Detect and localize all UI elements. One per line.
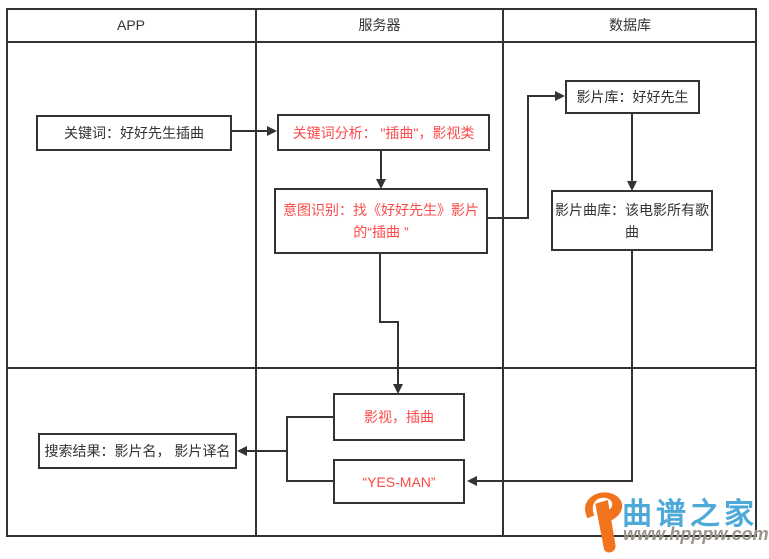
arrowhead-right-icon	[267, 126, 277, 136]
node-label: 关键词分析： "插曲"，影视类	[292, 124, 475, 141]
connector-line	[232, 130, 268, 132]
connector-line	[379, 253, 381, 323]
watermark-logo-icon	[578, 489, 628, 559]
node-label: 搜索结果：影片名， 影片译名	[44, 443, 231, 459]
header-divider-line	[6, 41, 757, 43]
connector-line	[379, 321, 399, 323]
row-divider-line	[6, 367, 757, 369]
arrowhead-left-icon	[467, 476, 477, 486]
connector-line	[477, 480, 633, 482]
connector-line	[527, 95, 529, 219]
connector-line	[286, 416, 288, 482]
arrowhead-down-icon	[376, 179, 386, 189]
lane-header-app: APP	[116, 17, 145, 33]
connector-line	[247, 450, 287, 452]
watermark-site-url: www.hpppw.com	[623, 524, 769, 544]
node-label-line1: 意图识别：找《好好先生》影片	[283, 202, 479, 218]
column-divider-2	[502, 8, 504, 537]
node-label-line2: 的“插曲 ”	[353, 224, 409, 240]
arrowhead-left-icon	[237, 446, 247, 456]
node-label: 影视，插曲	[364, 409, 434, 425]
lane-header-database: 数据库	[609, 17, 651, 33]
swimlane-frame	[6, 8, 757, 537]
connector-line	[527, 95, 557, 97]
watermark-site-name: 曲谱之家	[622, 498, 758, 531]
node-label: “YES-MAN”	[362, 473, 436, 490]
connector-line	[631, 250, 633, 482]
connector-line	[286, 416, 333, 418]
node-app-search-result: 搜索结果：影片名， 影片译名	[38, 433, 237, 469]
node-label: 影片库：好好先生	[576, 89, 689, 105]
node-db-movie-library: 影片库：好好先生	[565, 80, 700, 114]
node-label: 关键词：好好先生插曲	[64, 125, 204, 141]
connector-line	[380, 150, 382, 180]
arrowhead-down-icon	[627, 181, 637, 191]
node-server-intent-recognition: 意图识别：找《好好先生》影片 的“插曲 ”	[274, 188, 488, 254]
node-server-keyword-analysis: 关键词分析： "插曲"，影视类	[277, 114, 490, 151]
arrowhead-right-icon	[555, 91, 565, 101]
node-db-movie-song-library: 影片曲库：该电影所有歌曲	[551, 190, 713, 251]
node-result-tags: 影视，插曲	[333, 393, 465, 441]
node-label: 影片曲库：该电影所有歌曲	[555, 201, 709, 240]
lane-header-server: 服务器	[358, 17, 401, 33]
connector-line	[488, 217, 529, 219]
connector-line	[286, 480, 333, 482]
node-app-keyword: 关键词：好好先生插曲	[36, 115, 232, 151]
arrowhead-down-icon	[393, 384, 403, 394]
connector-line	[397, 321, 399, 385]
column-divider-1	[255, 8, 257, 537]
node-yes-man: “YES-MAN”	[333, 459, 465, 504]
connector-line	[631, 113, 633, 182]
